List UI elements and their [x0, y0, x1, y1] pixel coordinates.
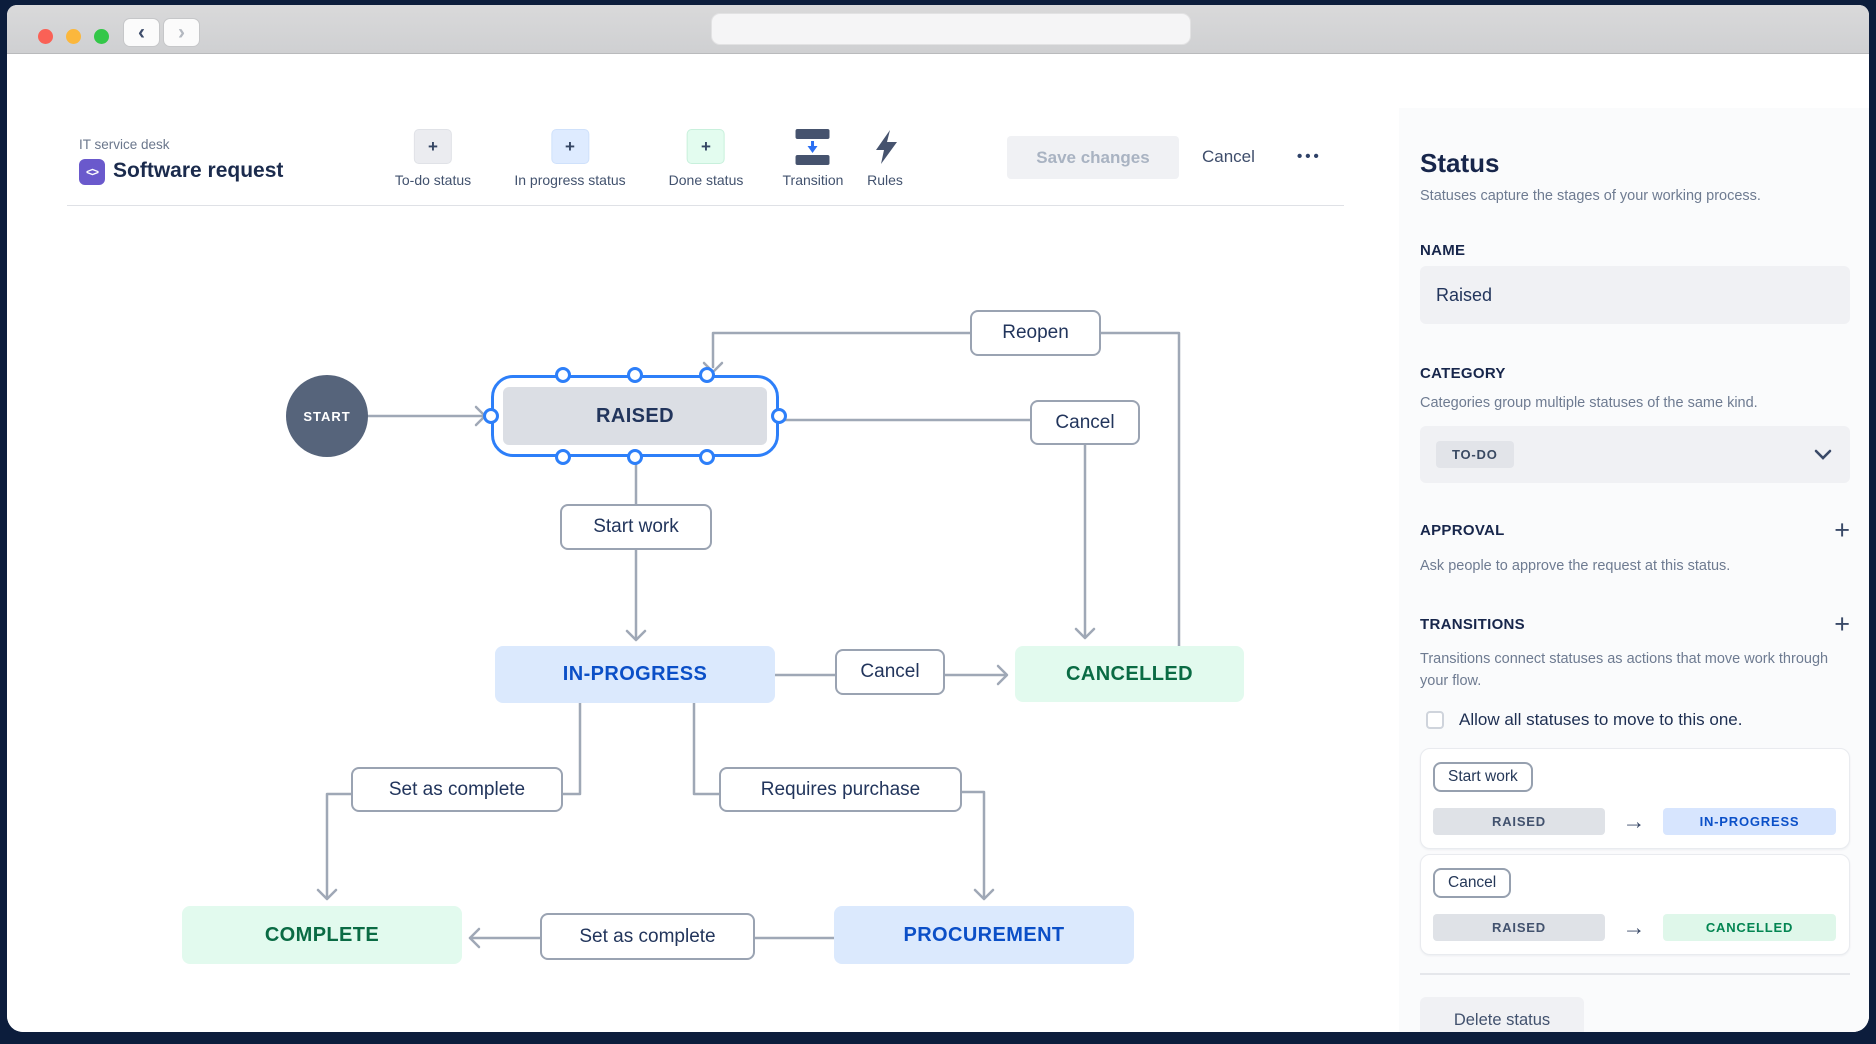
forward-button[interactable]: ›: [163, 18, 200, 47]
transition-label-requires-purchase[interactable]: Requires purchase: [719, 767, 962, 812]
start-node[interactable]: START: [286, 375, 368, 457]
back-button[interactable]: ‹: [123, 18, 160, 47]
add-inprogress-status-label: In progress status: [514, 172, 626, 188]
add-done-status-button[interactable]: + Done status: [668, 129, 744, 188]
lightning-icon: [866, 129, 904, 164]
chevron-down-icon: [1814, 449, 1832, 460]
allow-all-statuses-label: Allow all statuses to move to this one.: [1459, 710, 1743, 729]
selection-handle[interactable]: [771, 408, 787, 424]
transition-label-set-as-complete-upper[interactable]: Set as complete: [351, 767, 563, 812]
save-changes-button[interactable]: Save changes: [1007, 136, 1179, 179]
rules-label: Rules: [867, 172, 903, 188]
transition-name-chip[interactable]: Start work: [1433, 762, 1533, 792]
add-done-status-label: Done status: [668, 172, 744, 188]
status-node-raised[interactable]: RAISED: [503, 387, 767, 445]
delete-status-button[interactable]: Delete status: [1420, 997, 1584, 1032]
rules-button[interactable]: Rules: [866, 129, 904, 188]
add-transition-button[interactable]: Transition: [782, 128, 844, 188]
to-status-badge: IN-PROGRESS: [1663, 808, 1836, 835]
plus-icon: +: [565, 136, 575, 156]
add-inprogress-status-button[interactable]: + In progress status: [514, 129, 626, 188]
selection-handle[interactable]: [627, 367, 643, 383]
approval-section-header: APPROVAL +: [1420, 515, 1850, 545]
transition-name-chip[interactable]: Cancel: [1433, 868, 1512, 898]
transition-label-set-as-complete-lower[interactable]: Set as complete: [540, 913, 755, 960]
window-titlebar: ‹ ›: [7, 5, 1869, 54]
status-node-procurement[interactable]: PROCUREMENT: [834, 906, 1134, 964]
transition-label-reopen[interactable]: Reopen: [970, 310, 1101, 356]
allow-all-statuses-row: Allow all statuses to move to this one.: [1426, 710, 1742, 730]
status-node-cancelled[interactable]: CANCELLED: [1015, 646, 1244, 702]
page-title: Software request: [113, 159, 284, 182]
add-transition-label: Transition: [782, 172, 844, 188]
approval-description: Ask people to approve the request at thi…: [1420, 558, 1731, 574]
selection-handle[interactable]: [699, 367, 715, 383]
add-transition-icon[interactable]: +: [1834, 609, 1850, 639]
status-name-input[interactable]: [1420, 266, 1850, 324]
panel-subtitle: Statuses capture the stages of your work…: [1420, 188, 1761, 204]
allow-all-statuses-checkbox[interactable]: [1426, 711, 1444, 729]
category-select[interactable]: TO-DO: [1420, 426, 1850, 483]
category-value-badge: TO-DO: [1436, 441, 1514, 468]
transition-card-cancel[interactable]: Cancel RAISED → CANCELLED: [1420, 854, 1850, 955]
selection-handle[interactable]: [555, 367, 571, 383]
app-window: ‹ › IT service desk <> Software request …: [7, 5, 1869, 1032]
name-field-label: NAME: [1420, 242, 1466, 259]
selection-handle[interactable]: [483, 408, 499, 424]
transition-label-cancel-top[interactable]: Cancel: [1030, 400, 1140, 445]
approval-label: APPROVAL: [1420, 521, 1505, 539]
add-approval-icon[interactable]: +: [1834, 515, 1850, 545]
selection-handle[interactable]: [627, 449, 643, 465]
status-detail-panel: Status Statuses capture the stages of yo…: [1399, 108, 1869, 1032]
transitions-label: TRANSITIONS: [1420, 615, 1525, 633]
category-description: Categories group multiple statuses of th…: [1420, 395, 1758, 411]
from-status-badge: RAISED: [1433, 808, 1605, 835]
transitions-description: Transitions connect statuses as actions …: [1420, 651, 1829, 690]
panel-divider: [1420, 973, 1850, 975]
to-status-badge: CANCELLED: [1663, 914, 1836, 941]
from-status-badge: RAISED: [1433, 914, 1605, 941]
add-todo-status-button[interactable]: + To-do status: [395, 129, 471, 188]
category-field-label: CATEGORY: [1420, 365, 1506, 382]
add-todo-status-label: To-do status: [394, 172, 472, 188]
arrow-right-icon: →: [1622, 808, 1646, 834]
back-icon: ‹: [138, 21, 145, 44]
transition-label-cancel-mid[interactable]: Cancel: [835, 649, 945, 695]
transition-label-start-work[interactable]: Start work: [560, 504, 712, 550]
more-options-icon[interactable]: •••: [1297, 148, 1322, 165]
cancel-button[interactable]: Cancel: [1202, 147, 1255, 166]
plus-icon: +: [428, 136, 438, 156]
selection-handle[interactable]: [699, 449, 715, 465]
panel-title: Status: [1420, 148, 1500, 178]
address-bar[interactable]: [711, 13, 1191, 45]
transitions-section-header: TRANSITIONS +: [1420, 609, 1850, 639]
arrow-right-icon: →: [1622, 914, 1646, 940]
minimize-window-icon[interactable]: [66, 29, 81, 44]
close-window-icon[interactable]: [38, 29, 53, 44]
forward-icon: ›: [178, 21, 185, 44]
toolbar-divider: [67, 205, 1344, 206]
transition-card-start-work[interactable]: Start work RAISED → IN-PROGRESS: [1420, 748, 1850, 849]
main-content: IT service desk <> Software request + To…: [7, 54, 1869, 1032]
plus-icon: +: [701, 136, 711, 156]
selection-handle[interactable]: [555, 449, 571, 465]
project-code-icon: <>: [79, 159, 105, 185]
status-node-complete[interactable]: COMPLETE: [182, 906, 462, 964]
zoom-window-icon[interactable]: [94, 29, 109, 44]
status-node-in-progress[interactable]: IN-PROGRESS: [495, 646, 775, 703]
transition-icon: [794, 128, 832, 165]
breadcrumb[interactable]: IT service desk: [79, 137, 170, 152]
